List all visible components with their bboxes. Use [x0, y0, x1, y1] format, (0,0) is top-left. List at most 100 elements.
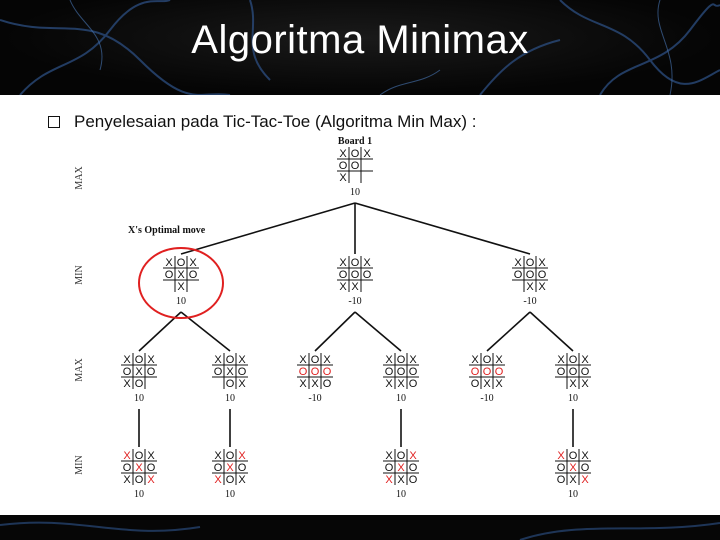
checkbox-bullet-icon [48, 116, 60, 128]
board-cell-mark: X [557, 450, 565, 462]
board-cell-mark: X [147, 354, 155, 366]
board-cell-mark: O [135, 354, 144, 366]
board-cell-mark: X [385, 474, 393, 486]
board-cell-mark: O [311, 366, 320, 378]
tree-edge [180, 202, 356, 255]
board-cell-mark: X [569, 462, 577, 474]
board-cell-mark: O [409, 462, 418, 474]
board-cell-mark: O [526, 269, 535, 281]
board-cell-mark: X [177, 269, 185, 281]
board-cell-mark: X [339, 281, 347, 293]
board-cell-mark: X [147, 450, 155, 462]
node-value: -10 [348, 296, 361, 307]
board-cell-mark: O [165, 269, 174, 281]
board-cell-mark: X [123, 474, 131, 486]
board-cell-mark: O [363, 269, 372, 281]
slide-footer [0, 515, 720, 540]
level-label: MAX [74, 166, 85, 190]
board-cell-mark: O [123, 366, 132, 378]
board-cell-mark: X [238, 450, 246, 462]
board-cell-mark: X [238, 354, 246, 366]
board-cell-mark: O [569, 450, 578, 462]
board-cell-mark: X [339, 172, 347, 184]
board-cell-mark: O [147, 462, 156, 474]
board-cell-mark: O [557, 474, 566, 486]
footer-veins [0, 521, 720, 540]
board-cell-mark: X [123, 378, 131, 390]
board-cell-mark: O [538, 269, 547, 281]
board-cell-mark: O [135, 378, 144, 390]
board-cell-mark: O [177, 257, 186, 269]
board-cell-mark: X [351, 281, 359, 293]
board-cell-mark: O [409, 366, 418, 378]
board-cell-mark: O [471, 378, 480, 390]
board-cell-mark: O [557, 366, 566, 378]
board-cell-mark: X [339, 257, 347, 269]
optimal-move-annotation: X's Optimal move [128, 225, 206, 236]
board-cell-mark: O [409, 378, 418, 390]
board-cell-mark: O [495, 366, 504, 378]
board-cell-mark: O [514, 269, 523, 281]
board-cell-mark: O [351, 269, 360, 281]
board-cell-mark: X [299, 354, 307, 366]
board-cell-mark: O [123, 462, 132, 474]
board-cell-mark: O [526, 257, 535, 269]
board-cell-mark: O [339, 160, 348, 172]
node-value: 10 [225, 489, 235, 500]
node-value: 10 [134, 393, 144, 404]
board-cell-mark: X [569, 474, 577, 486]
board-cell-mark: X [385, 354, 393, 366]
board-cell-mark: X [581, 474, 589, 486]
node-value: 10 [568, 489, 578, 500]
slide-header: Algoritma Minimax [0, 0, 720, 95]
node-value: -10 [480, 393, 493, 404]
board-cell-mark: X [135, 462, 143, 474]
board-cell-mark: X [557, 354, 565, 366]
board-cell-mark: X [238, 378, 246, 390]
board-cell-mark: O [569, 354, 578, 366]
board-cell-mark: X [538, 281, 546, 293]
board-cell-mark: O [226, 378, 235, 390]
board-cell-mark: X [363, 257, 371, 269]
board-cell-mark: O [135, 450, 144, 462]
board-cell-mark: X [569, 378, 577, 390]
node-value: 10 [568, 393, 578, 404]
board-cell-mark: X [339, 148, 347, 160]
board-cell-mark: X [299, 378, 307, 390]
board-cell-mark: X [526, 281, 534, 293]
board-cell-mark: O [483, 366, 492, 378]
board-cell-mark: X [385, 450, 393, 462]
board-cell-mark: X [397, 462, 405, 474]
board-cell-mark: X [189, 257, 197, 269]
board-cell-mark: O [581, 462, 590, 474]
board-cell-mark: X [363, 148, 371, 160]
node-value: 10 [396, 393, 406, 404]
board-cell-mark: O [471, 366, 480, 378]
node-value: 10 [176, 296, 186, 307]
board-cell-mark: O [214, 462, 223, 474]
board-cell-mark: X [495, 378, 503, 390]
board-cell-mark: O [385, 462, 394, 474]
level-label: MAX [74, 358, 85, 382]
board-cell-mark: O [135, 474, 144, 486]
board-cell-mark: O [226, 450, 235, 462]
board-cell-mark: O [351, 148, 360, 160]
node-value: 10 [350, 187, 360, 198]
board-cell-mark: X [538, 257, 546, 269]
board-cell-mark: O [569, 366, 578, 378]
board-cell-mark: O [226, 474, 235, 486]
board-cell-mark: O [323, 366, 332, 378]
board-cell-mark: O [299, 366, 308, 378]
board-cell-mark: X [311, 378, 319, 390]
board-cell-mark: X [483, 378, 491, 390]
